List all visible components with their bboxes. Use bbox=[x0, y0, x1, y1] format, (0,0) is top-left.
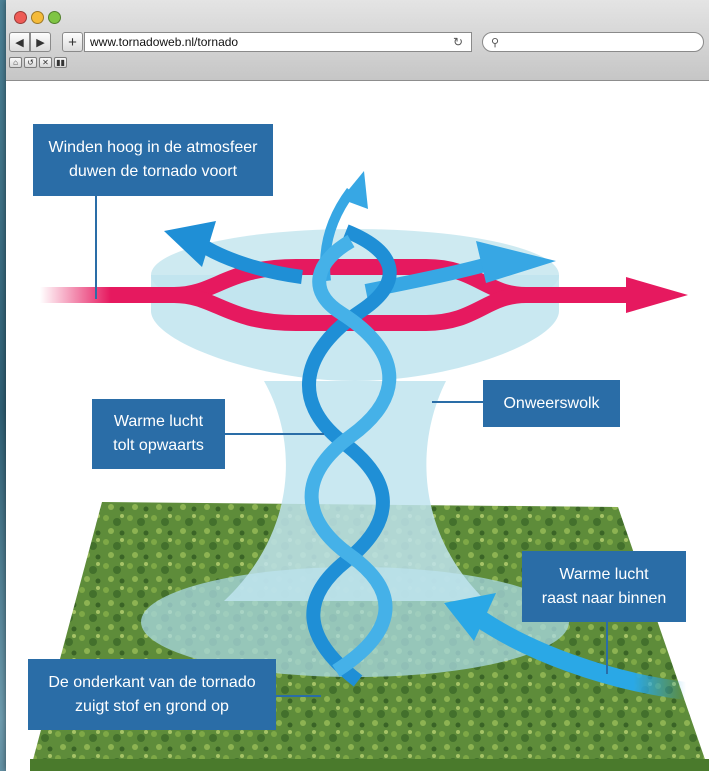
ground-edge bbox=[30, 759, 709, 771]
label-warm-inflow-line1: Warme lucht bbox=[522, 563, 686, 587]
browser-window: ◀ ▶ + www.tornadoweb.nl/tornado ↻ ⚲ ⌂ ↺ … bbox=[6, 0, 709, 771]
forward-button[interactable]: ▶ bbox=[30, 32, 51, 52]
url-text: www.tornadoweb.nl/tornado bbox=[90, 35, 238, 49]
wind-arrowhead bbox=[626, 277, 688, 313]
search-input[interactable]: ⚲ bbox=[482, 32, 704, 52]
browser-toolbar: ◀ ▶ + www.tornadoweb.nl/tornado ↻ ⚲ ⌂ ↺ … bbox=[6, 0, 709, 81]
label-warm-updraft-line1: Warme lucht bbox=[92, 410, 225, 434]
label-tornado-bottom-line2: zuigt stof en grond op bbox=[28, 695, 276, 719]
home-icon[interactable]: ⌂ bbox=[9, 57, 22, 68]
history-icon[interactable]: ↺ bbox=[24, 57, 37, 68]
label-warm-inflow: Warme lucht raast naar binnen bbox=[522, 551, 686, 622]
label-winds-line2: duwen de tornado voort bbox=[33, 160, 273, 184]
label-warm-updraft: Warme lucht tolt opwaarts bbox=[92, 399, 225, 469]
minimize-window-button[interactable] bbox=[31, 11, 44, 24]
label-storm-cloud-text: Onweerswolk bbox=[483, 392, 620, 416]
reader-icon[interactable]: ▮▮ bbox=[54, 57, 67, 68]
label-winds-line1: Winden hoog in de atmosfeer bbox=[33, 136, 273, 160]
label-tornado-bottom-line1: De onderkant van de tornado bbox=[28, 671, 276, 695]
stop-icon[interactable]: ✕ bbox=[39, 57, 52, 68]
search-icon: ⚲ bbox=[491, 36, 499, 49]
new-tab-button[interactable]: + bbox=[62, 32, 83, 52]
zoom-window-button[interactable] bbox=[48, 11, 61, 24]
label-warm-inflow-line2: raast naar binnen bbox=[522, 587, 686, 611]
label-tornado-bottom: De onderkant van de tornado zuigt stof e… bbox=[28, 659, 276, 730]
label-storm-cloud: Onweerswolk bbox=[483, 380, 620, 427]
close-window-button[interactable] bbox=[14, 11, 27, 24]
label-warm-updraft-line2: tolt opwaarts bbox=[92, 434, 225, 458]
back-button[interactable]: ◀ bbox=[9, 32, 30, 52]
label-winds: Winden hoog in de atmosfeer duwen de tor… bbox=[33, 124, 273, 196]
page-content: Winden hoog in de atmosfeer duwen de tor… bbox=[6, 81, 709, 771]
address-bar[interactable]: www.tornadoweb.nl/tornado ↻ bbox=[84, 32, 472, 52]
reload-icon[interactable]: ↻ bbox=[453, 33, 463, 51]
